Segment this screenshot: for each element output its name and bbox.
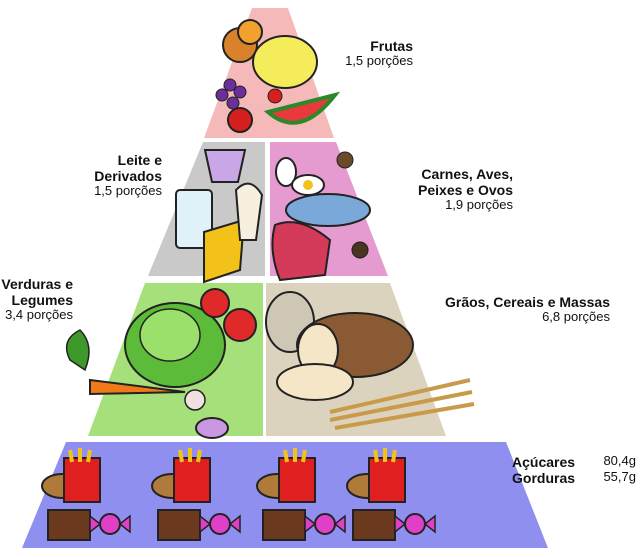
meat-name: Carnes, Aves, Peixes e Ovos	[393, 166, 513, 198]
sugar-row: Açúcares 80,4g	[512, 454, 636, 470]
fat-row: Gorduras 55,7g	[512, 470, 636, 486]
fruits-label: Frutas 1,5 porções	[323, 38, 413, 69]
sugar-fat-label: Açúcares 80,4g Gorduras 55,7g	[512, 454, 636, 486]
fruits-name: Frutas	[323, 38, 413, 54]
fat-amount: 55,7g	[603, 470, 636, 486]
vegetables-label: Verduras e Legumes 3,4 porções	[0, 276, 73, 323]
vegetables-name: Verduras e Legumes	[0, 276, 73, 308]
sugar-amount: 80,4g	[603, 454, 636, 470]
dairy-label: Leite e Derivados 1,5 porções	[66, 152, 162, 199]
dairy-name: Leite e Derivados	[66, 152, 162, 184]
meat-portion: 1,9 porções	[393, 198, 513, 213]
dairy-portion: 1,5 porções	[66, 184, 162, 199]
fruits-portion: 1,5 porções	[323, 54, 413, 69]
sugar-name: Açúcares	[512, 454, 575, 470]
meat-label: Carnes, Aves, Peixes e Ovos 1,9 porções	[393, 166, 513, 213]
grains-name: Grãos, Cereais e Massas	[410, 294, 610, 310]
grains-label: Grãos, Cereais e Massas 6,8 porções	[410, 294, 610, 325]
vegetables-portion: 3,4 porções	[0, 308, 73, 323]
grains-portion: 6,8 porções	[410, 310, 610, 325]
fat-name: Gorduras	[512, 470, 575, 486]
